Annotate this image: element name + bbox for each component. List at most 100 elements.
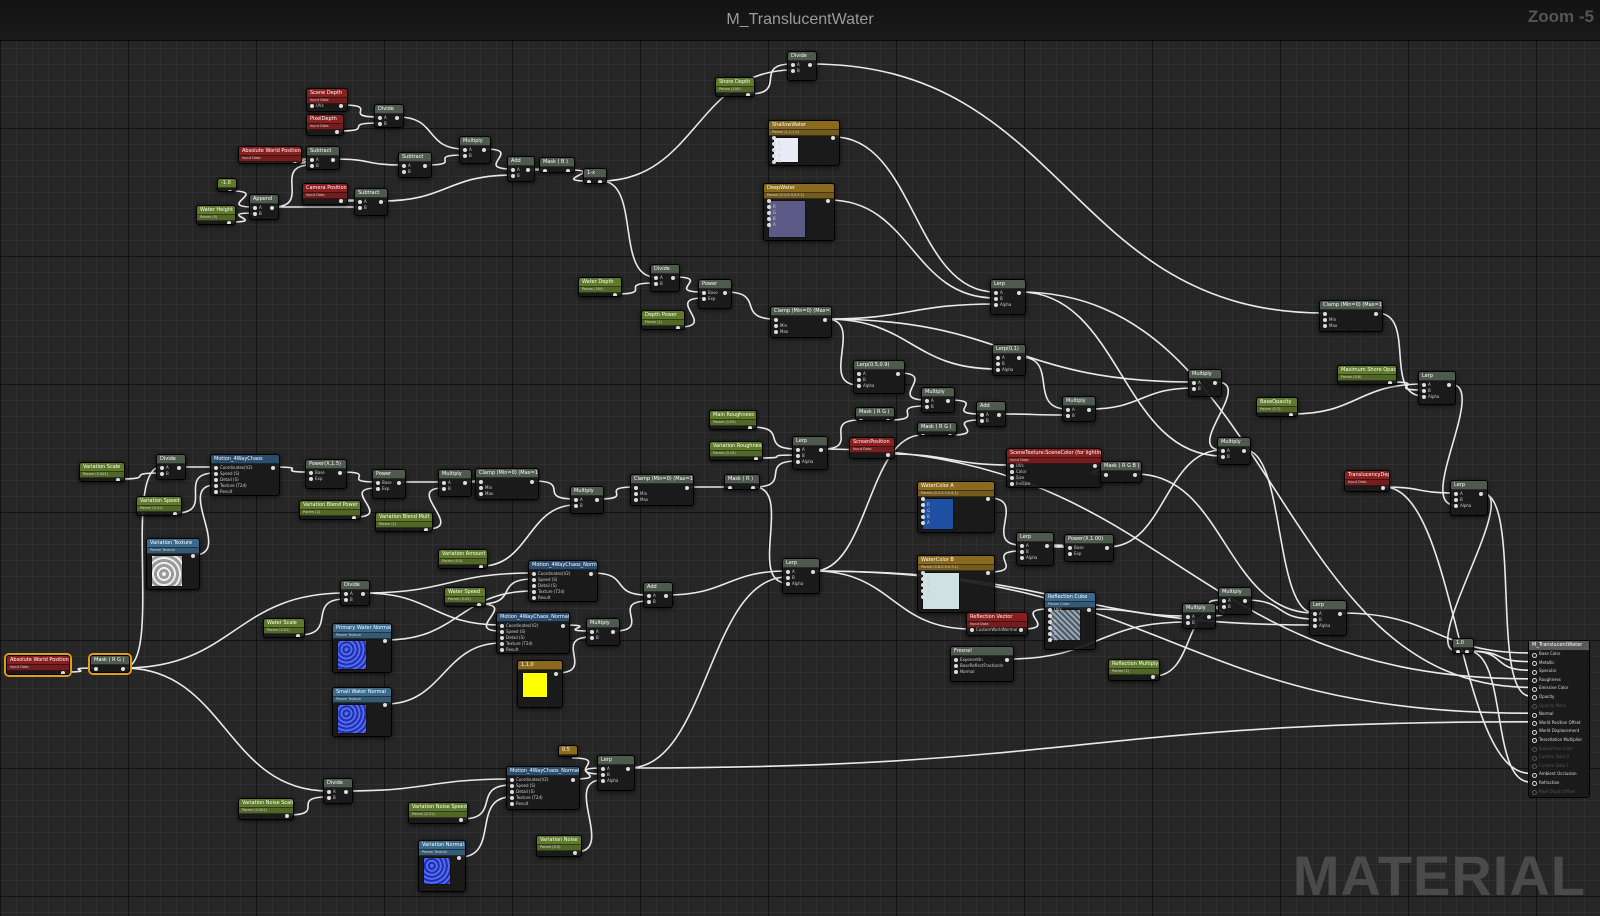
output-pin[interactable] [1005, 658, 1009, 662]
node-translucency[interactable]: TranslucencyDepthInput Data [1344, 470, 1390, 492]
output-pin[interactable] [826, 199, 830, 203]
input-pin[interactable] [479, 486, 483, 490]
input-pin[interactable] [479, 480, 483, 484]
input-pin[interactable] [1104, 473, 1108, 477]
result-pin[interactable]: Emissive Color [1529, 684, 1589, 693]
output-pin[interactable] [1087, 408, 1091, 412]
input-pin[interactable] [1020, 556, 1024, 560]
output-pin[interactable] [423, 164, 427, 168]
output-pin[interactable] [339, 199, 343, 203]
input-pin[interactable] [702, 297, 706, 301]
input-pin[interactable] [921, 509, 925, 513]
input-pin[interactable] [1048, 626, 1052, 630]
input-pin[interactable] [996, 356, 1000, 360]
output-pin[interactable] [379, 200, 383, 204]
result-pin[interactable]: World Displacement [1529, 727, 1589, 736]
input-pin[interactable] [510, 796, 514, 800]
input-pin[interactable] [796, 454, 800, 458]
input-pin[interactable] [310, 104, 314, 108]
input-pin[interactable] [921, 515, 925, 519]
input-pin[interactable] [1048, 620, 1052, 624]
input-pin[interactable] [954, 658, 958, 662]
input-pin[interactable] [1048, 614, 1052, 618]
input-pin[interactable] [1066, 414, 1070, 418]
input-pin[interactable] [1020, 544, 1024, 548]
output-pin[interactable] [457, 856, 461, 860]
input-pin[interactable] [532, 596, 536, 600]
output-pin[interactable] [613, 293, 617, 296]
input-pin[interactable] [654, 276, 658, 280]
input-pin[interactable] [510, 802, 514, 806]
output-pin[interactable] [886, 419, 890, 420]
input-pin[interactable] [94, 667, 98, 671]
node-const-1[interactable]: 1.0 [1452, 638, 1474, 654]
result-pin[interactable]: Roughness [1529, 676, 1589, 685]
input-pin[interactable] [510, 784, 514, 788]
result-pin[interactable]: Normal [1529, 710, 1589, 719]
output-pin[interactable] [482, 148, 486, 152]
input-pin[interactable] [1422, 395, 1426, 399]
input-pin[interactable] [859, 419, 863, 420]
input-pin[interactable] [532, 578, 536, 582]
input-pin[interactable] [344, 598, 348, 602]
output-pin[interactable] [811, 570, 815, 574]
input-pin[interactable] [796, 460, 800, 464]
input-pin[interactable] [500, 624, 504, 628]
output-pin[interactable] [986, 497, 990, 501]
input-pin[interactable] [214, 472, 218, 476]
output-pin[interactable] [177, 466, 181, 470]
input-pin[interactable] [791, 69, 795, 73]
output-pin[interactable] [571, 778, 575, 782]
output-pin[interactable] [808, 63, 812, 67]
node-const-small[interactable]: 1-x [583, 168, 607, 184]
output-pin[interactable] [1242, 449, 1246, 453]
output-pin[interactable] [526, 168, 530, 172]
output-pin[interactable] [1133, 473, 1137, 477]
result-pin[interactable]: World Position Offset [1529, 719, 1589, 728]
input-pin[interactable] [376, 481, 380, 485]
input-pin[interactable] [647, 594, 651, 598]
result-pin[interactable]: Ambient Occlusion [1529, 770, 1589, 779]
output-pin[interactable] [296, 634, 300, 637]
output-pin[interactable] [1465, 650, 1469, 653]
input-pin[interactable] [160, 466, 164, 470]
input-pin[interactable] [511, 168, 515, 172]
input-pin[interactable] [532, 572, 536, 576]
output-pin[interactable] [746, 93, 750, 96]
node-mask-rg2[interactable]: Mask ( R G ) [855, 407, 895, 421]
output-pin[interactable] [946, 399, 950, 403]
result-pin[interactable]: Custom Data 1 [1529, 762, 1589, 771]
result-pin[interactable]: Tessellation Multiplier [1529, 736, 1589, 745]
input-pin[interactable] [772, 148, 776, 152]
result-pin[interactable]: Pixel Depth Offset [1529, 788, 1589, 797]
input-pin[interactable] [214, 466, 218, 470]
input-pin[interactable] [994, 291, 998, 295]
input-pin[interactable] [921, 577, 925, 581]
